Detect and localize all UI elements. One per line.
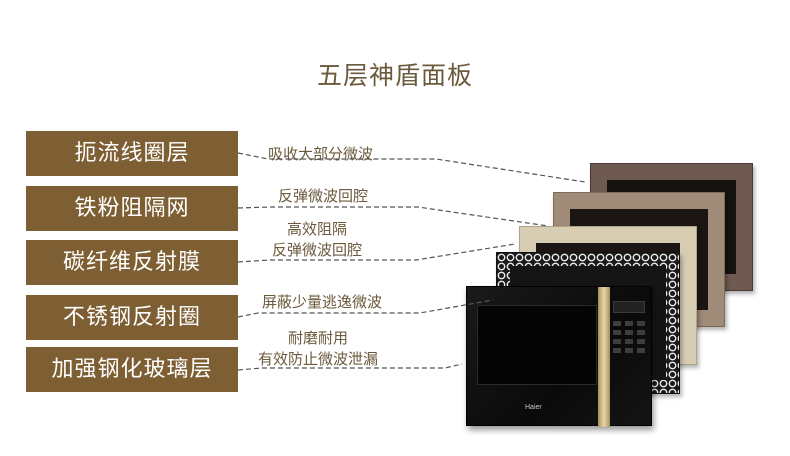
layer-desc-stainless-steel: 屏蔽少量逃逸微波 (262, 292, 382, 313)
control-button (613, 348, 621, 353)
leader-line-iron-powder (237, 206, 549, 227)
leader-line-carbon-fiber (237, 243, 516, 263)
layer-label-stainless-steel: 不锈钢反射圈 (26, 295, 238, 340)
layer-desc-line: 反弹微波回腔 (272, 241, 363, 259)
control-button (625, 339, 633, 344)
panel-tempered-glass-front: Haier (466, 286, 652, 427)
control-button (613, 339, 621, 344)
control-button (613, 330, 621, 335)
brand-logo: Haier (525, 404, 542, 411)
leader-line-stainless-steel (237, 299, 494, 318)
control-button (625, 321, 633, 326)
microwave-window (477, 305, 597, 385)
page-title: 五层神盾面板 (316, 61, 473, 90)
layer-label-tempered-glass: 加强钢化玻璃层 (26, 347, 238, 392)
control-button (625, 330, 633, 335)
control-button (637, 348, 645, 353)
layer-desc-line: 有效防止微波泄漏 (258, 350, 379, 368)
layer-label-iron-powder: 铁粉阻隔网 (26, 186, 238, 231)
layer-desc-iron-powder: 反弹微波回腔 (278, 186, 368, 207)
display-screen (613, 301, 645, 313)
layer-desc-line: 反弹微波回腔 (278, 187, 369, 205)
leader-line-tempered-glass (237, 363, 463, 371)
control-button (625, 348, 633, 353)
layer-desc-line: 屏蔽少量逃逸微波 (262, 293, 383, 311)
gold-trim-strip (598, 287, 610, 427)
layer-label-choke-coil: 扼流线圈层 (26, 131, 238, 176)
layer-label-carbon-fiber: 碳纤维反射膜 (26, 240, 238, 285)
control-button (637, 321, 645, 326)
control-panel (613, 301, 649, 411)
layer-desc-carbon-fiber: 高效阻隔 反弹微波回腔 (272, 219, 362, 261)
control-button (613, 321, 621, 326)
leader-line-choke-coil (237, 152, 586, 183)
layer-desc-line: 耐磨耐用 (288, 329, 349, 347)
control-button (637, 330, 645, 335)
layer-desc-tempered-glass: 耐磨耐用 有效防止微波泄漏 (258, 328, 378, 370)
control-button (637, 339, 645, 344)
layer-desc-line: 高效阻隔 (287, 220, 348, 238)
